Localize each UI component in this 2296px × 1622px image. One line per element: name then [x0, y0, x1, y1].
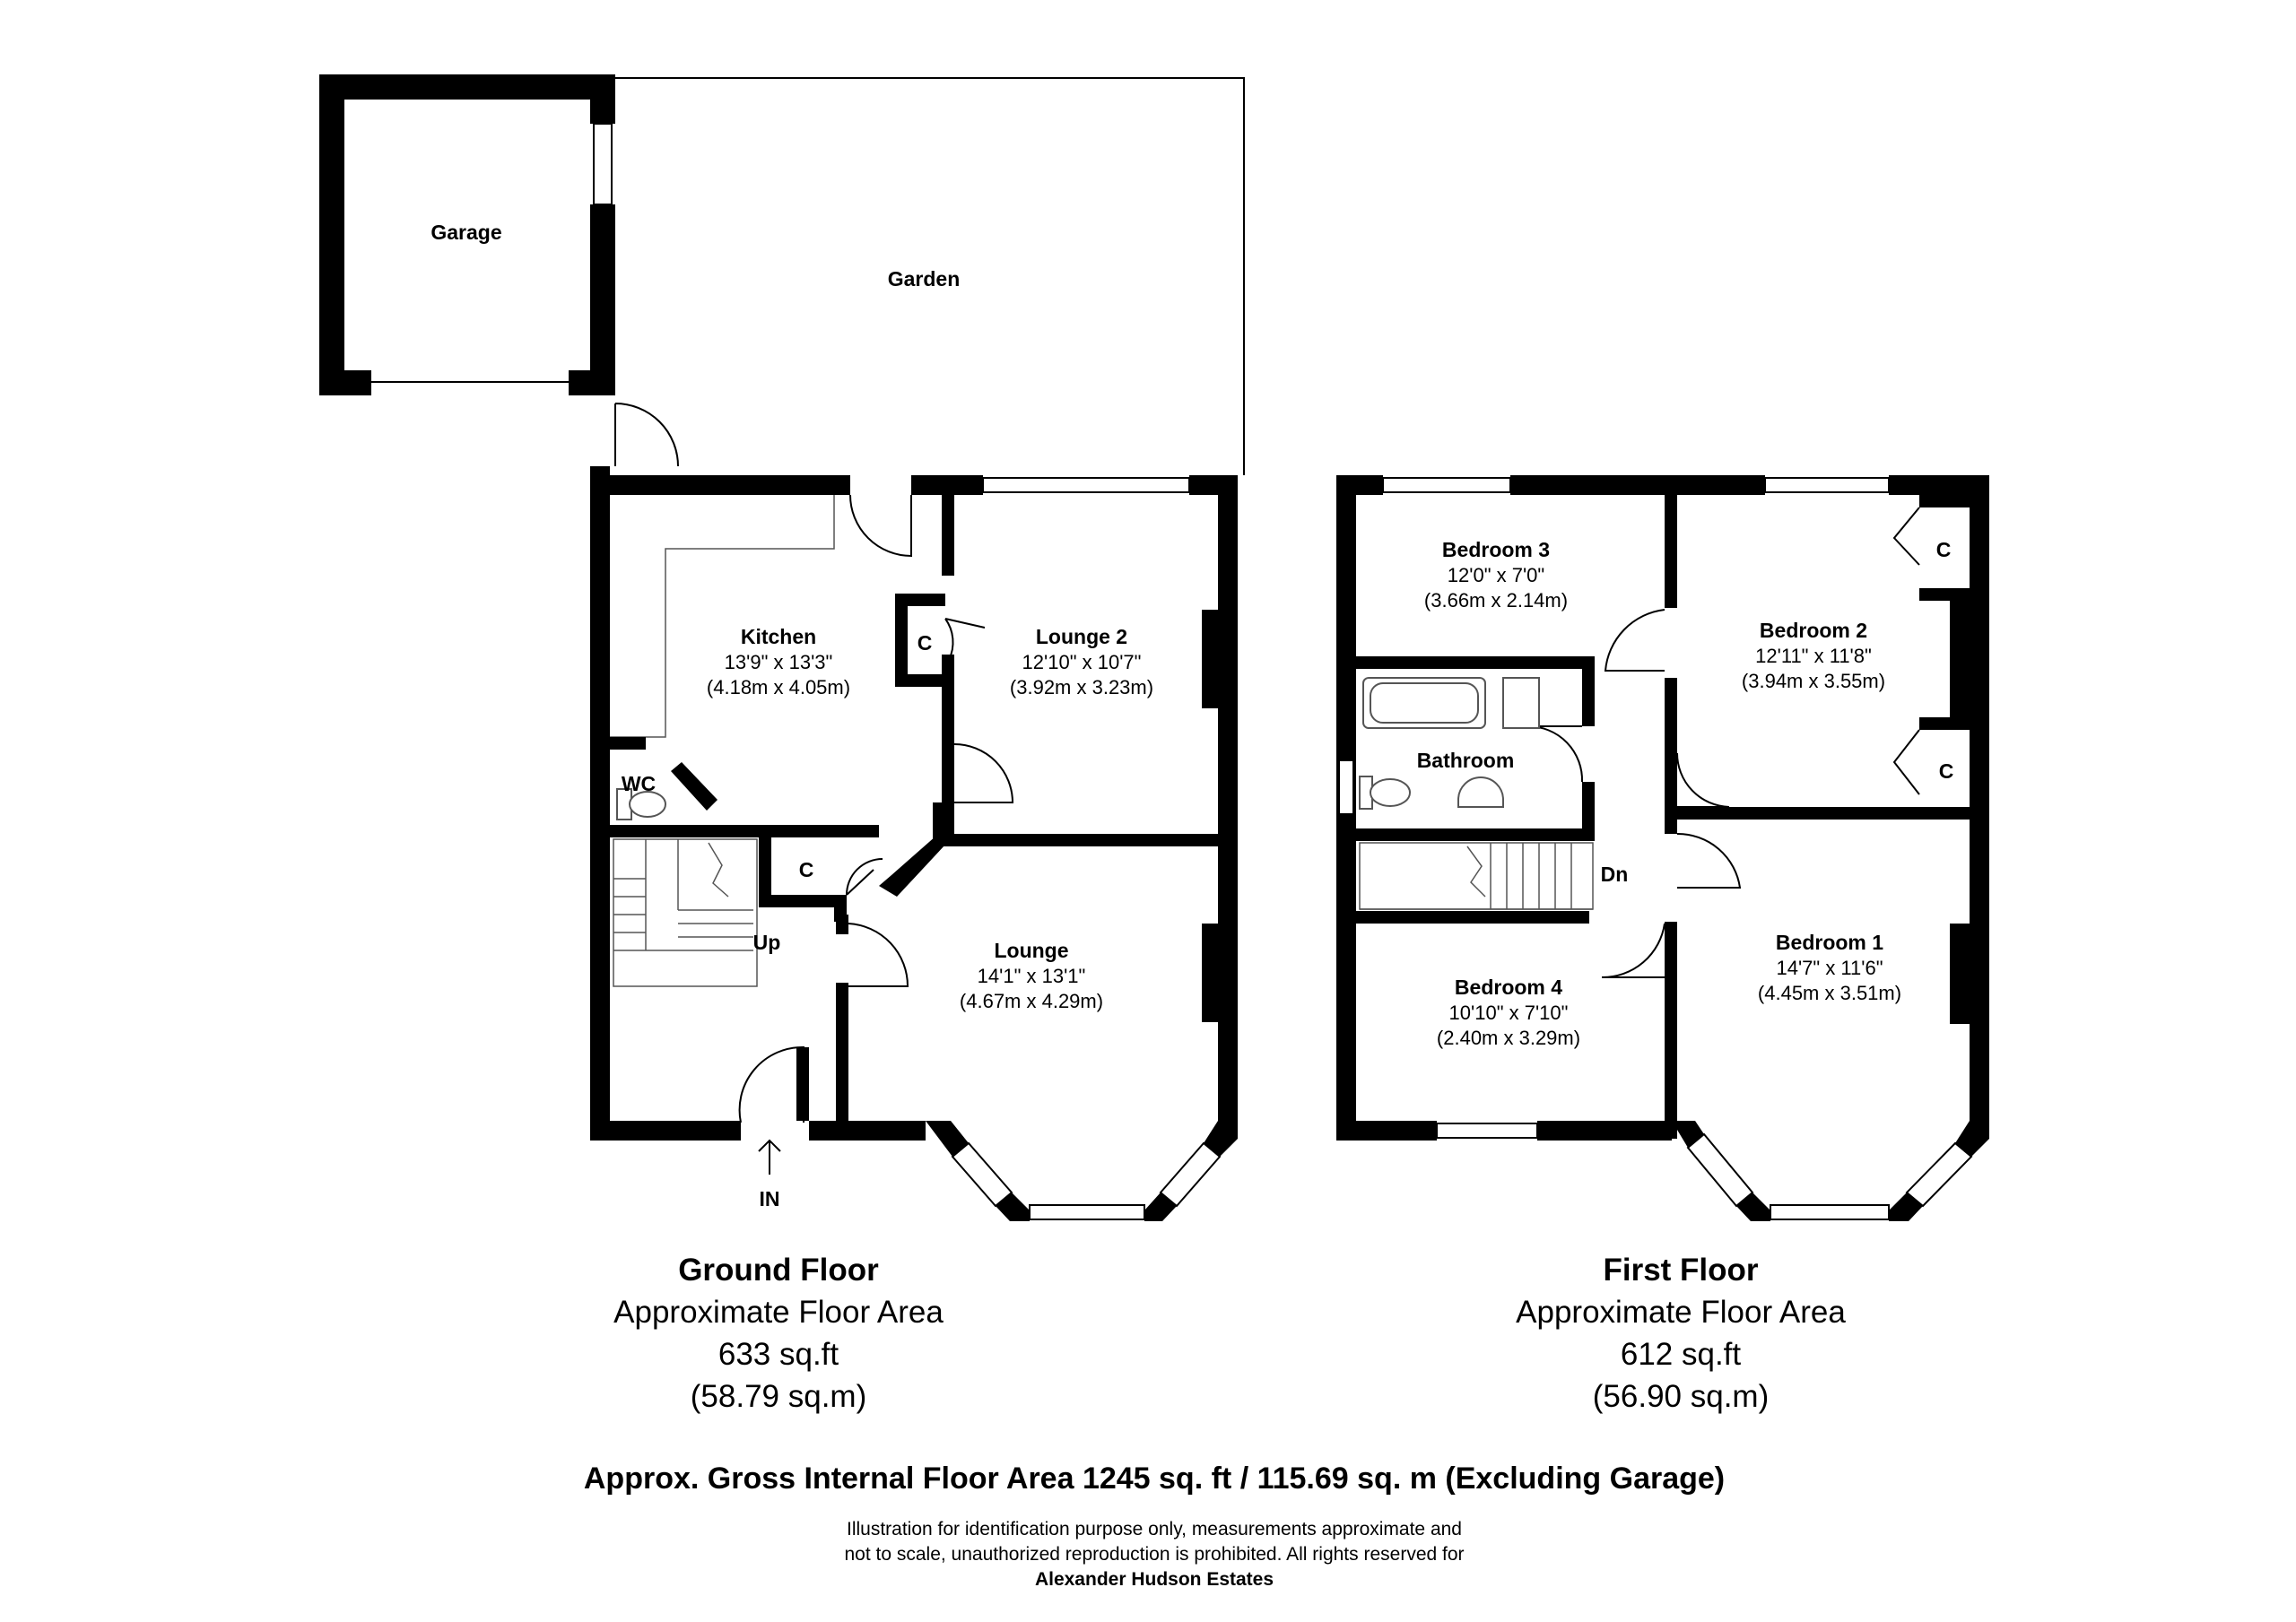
- ground-floor-area-sqm: (58.79 sq.m): [691, 1379, 866, 1414]
- first-floor-title: First Floor: [1603, 1253, 1758, 1288]
- bedroom3-door: [1604, 609, 1665, 672]
- first-stairs: [1359, 842, 1594, 910]
- bedroom1-label: Bedroom 1: [1776, 931, 1883, 954]
- bedroom3-metric: (3.66m x 2.14m): [1424, 589, 1568, 612]
- bedroom4-window: [1436, 1123, 1538, 1139]
- first-floor-area-sqft: 612 sq.ft: [1621, 1337, 1742, 1372]
- lounge-label: Lounge: [994, 939, 1068, 962]
- cupboard-lounge2-label: C: [918, 631, 933, 655]
- lounge-chimney: [1202, 924, 1222, 1022]
- front-door: [738, 1045, 804, 1123]
- bedroom2-chimney: [1950, 601, 1970, 717]
- first-floor-plan: [1336, 475, 1989, 1221]
- kitchen-worktop: [610, 495, 835, 738]
- lounge-door: [848, 923, 909, 987]
- bedroom2-cupboard-door-2: [1892, 729, 1920, 795]
- cupboard-door: [944, 618, 986, 661]
- wc-label: WC: [622, 772, 656, 795]
- lounge2-metric: (3.92m x 3.23m): [1010, 676, 1153, 698]
- bedroom2-cupboard-1-label: C: [1936, 538, 1952, 561]
- ground-floor-plan: [319, 74, 1245, 1221]
- disclaimer-company: Alexander Hudson Estates: [1035, 1569, 1274, 1590]
- stairs-up-label: Up: [753, 931, 781, 954]
- ground-floor-area-label: Approximate Floor Area: [613, 1295, 944, 1330]
- bedroom4-metric: (2.40m x 3.29m): [1437, 1027, 1580, 1049]
- bedroom2-imperial: 12'11" x 11'8": [1755, 645, 1872, 667]
- first-floor-area-label: Approximate Floor Area: [1516, 1295, 1846, 1330]
- bedroom3-window: [1382, 477, 1511, 493]
- kitchen-label: Kitchen: [741, 625, 816, 648]
- first-floor-area-sqm: (56.90 sq.m): [1593, 1379, 1769, 1414]
- lounge2-window: [982, 477, 1190, 493]
- bathroom-toilet: [1370, 778, 1411, 807]
- kitchen-back-door: [849, 494, 912, 558]
- bedroom4-door: [1601, 923, 1665, 979]
- lounge2-door: [953, 743, 1014, 803]
- bedroom1-metric: (4.45m x 3.51m): [1758, 982, 1901, 1004]
- bay-window-left: [951, 1141, 1013, 1208]
- bedroom1-imperial: 14'7" x 11'6": [1776, 957, 1883, 979]
- lounge-metric: (4.67m x 4.29m): [960, 990, 1103, 1012]
- bedroom2-door: [1676, 752, 1730, 808]
- ground-floor-title: Ground Floor: [678, 1253, 879, 1288]
- lounge-imperial: 14'1" x 13'1": [978, 965, 1086, 987]
- lounge2-imperial: 12'10" x 10'7": [1022, 651, 1142, 673]
- bedroom2-window: [1764, 477, 1890, 493]
- bedroom2-metric: (3.94m x 3.55m): [1742, 670, 1885, 692]
- bedroom2-label: Bedroom 2: [1760, 619, 1867, 642]
- garden-label: Garden: [888, 267, 961, 291]
- entrance-label: IN: [760, 1187, 780, 1210]
- cupboard-hall-label: C: [799, 858, 814, 881]
- bedroom3-imperial: 12'0" x 7'0": [1448, 564, 1544, 586]
- bathroom-window: [1338, 759, 1354, 815]
- lounge2-chimney: [1202, 610, 1222, 708]
- stairs-down-label: Dn: [1601, 863, 1629, 886]
- lounge2-label: Lounge 2: [1036, 625, 1127, 648]
- ground-floor-area-sqft: 633 sq.ft: [718, 1337, 839, 1372]
- gross-area: Approx. Gross Internal Floor Area 1245 s…: [584, 1462, 1725, 1496]
- kitchen-imperial: 13'9" x 13'3": [725, 651, 833, 673]
- bay-window-right: [1159, 1141, 1222, 1208]
- bedroom4-label: Bedroom 4: [1455, 976, 1562, 999]
- bathtub-inner: [1370, 682, 1479, 724]
- bathroom-basin: [1457, 776, 1504, 808]
- garage-window: [593, 123, 613, 205]
- entrance-arrow: [758, 1139, 781, 1175]
- garage-label: Garage: [430, 221, 501, 244]
- bedroom1-bay-left: [1686, 1132, 1754, 1208]
- disclaimer-line-1: Illustration for identification purpose …: [847, 1519, 1462, 1540]
- bedroom1-bay-right: [1905, 1141, 1973, 1208]
- bedroom2-cupboard-2-label: C: [1939, 759, 1954, 783]
- bathroom-cabinet: [1502, 677, 1540, 729]
- gate-door: [614, 403, 679, 467]
- wc-toilet: [629, 791, 666, 818]
- bedroom2-cupboard-door-1: [1892, 507, 1920, 566]
- bedroom4-imperial: 10'10" x 7'10": [1449, 1002, 1569, 1024]
- bay-window-front: [1029, 1204, 1145, 1220]
- hall-cupboard-door: [846, 858, 883, 896]
- bedroom3-label: Bedroom 3: [1442, 538, 1550, 561]
- bedroom1-door: [1676, 832, 1742, 889]
- bedroom1-bay-front: [1770, 1204, 1890, 1220]
- bathroom-door: [1527, 725, 1584, 783]
- bathroom-label: Bathroom: [1417, 749, 1515, 772]
- ground-stairs: [613, 838, 758, 987]
- kitchen-metric: (4.18m x 4.05m): [707, 676, 850, 698]
- garden-boundary: [601, 77, 1245, 475]
- disclaimer-line-2: not to scale, unauthorized reproduction …: [844, 1544, 1464, 1565]
- bedroom1-chimney: [1950, 924, 1970, 1024]
